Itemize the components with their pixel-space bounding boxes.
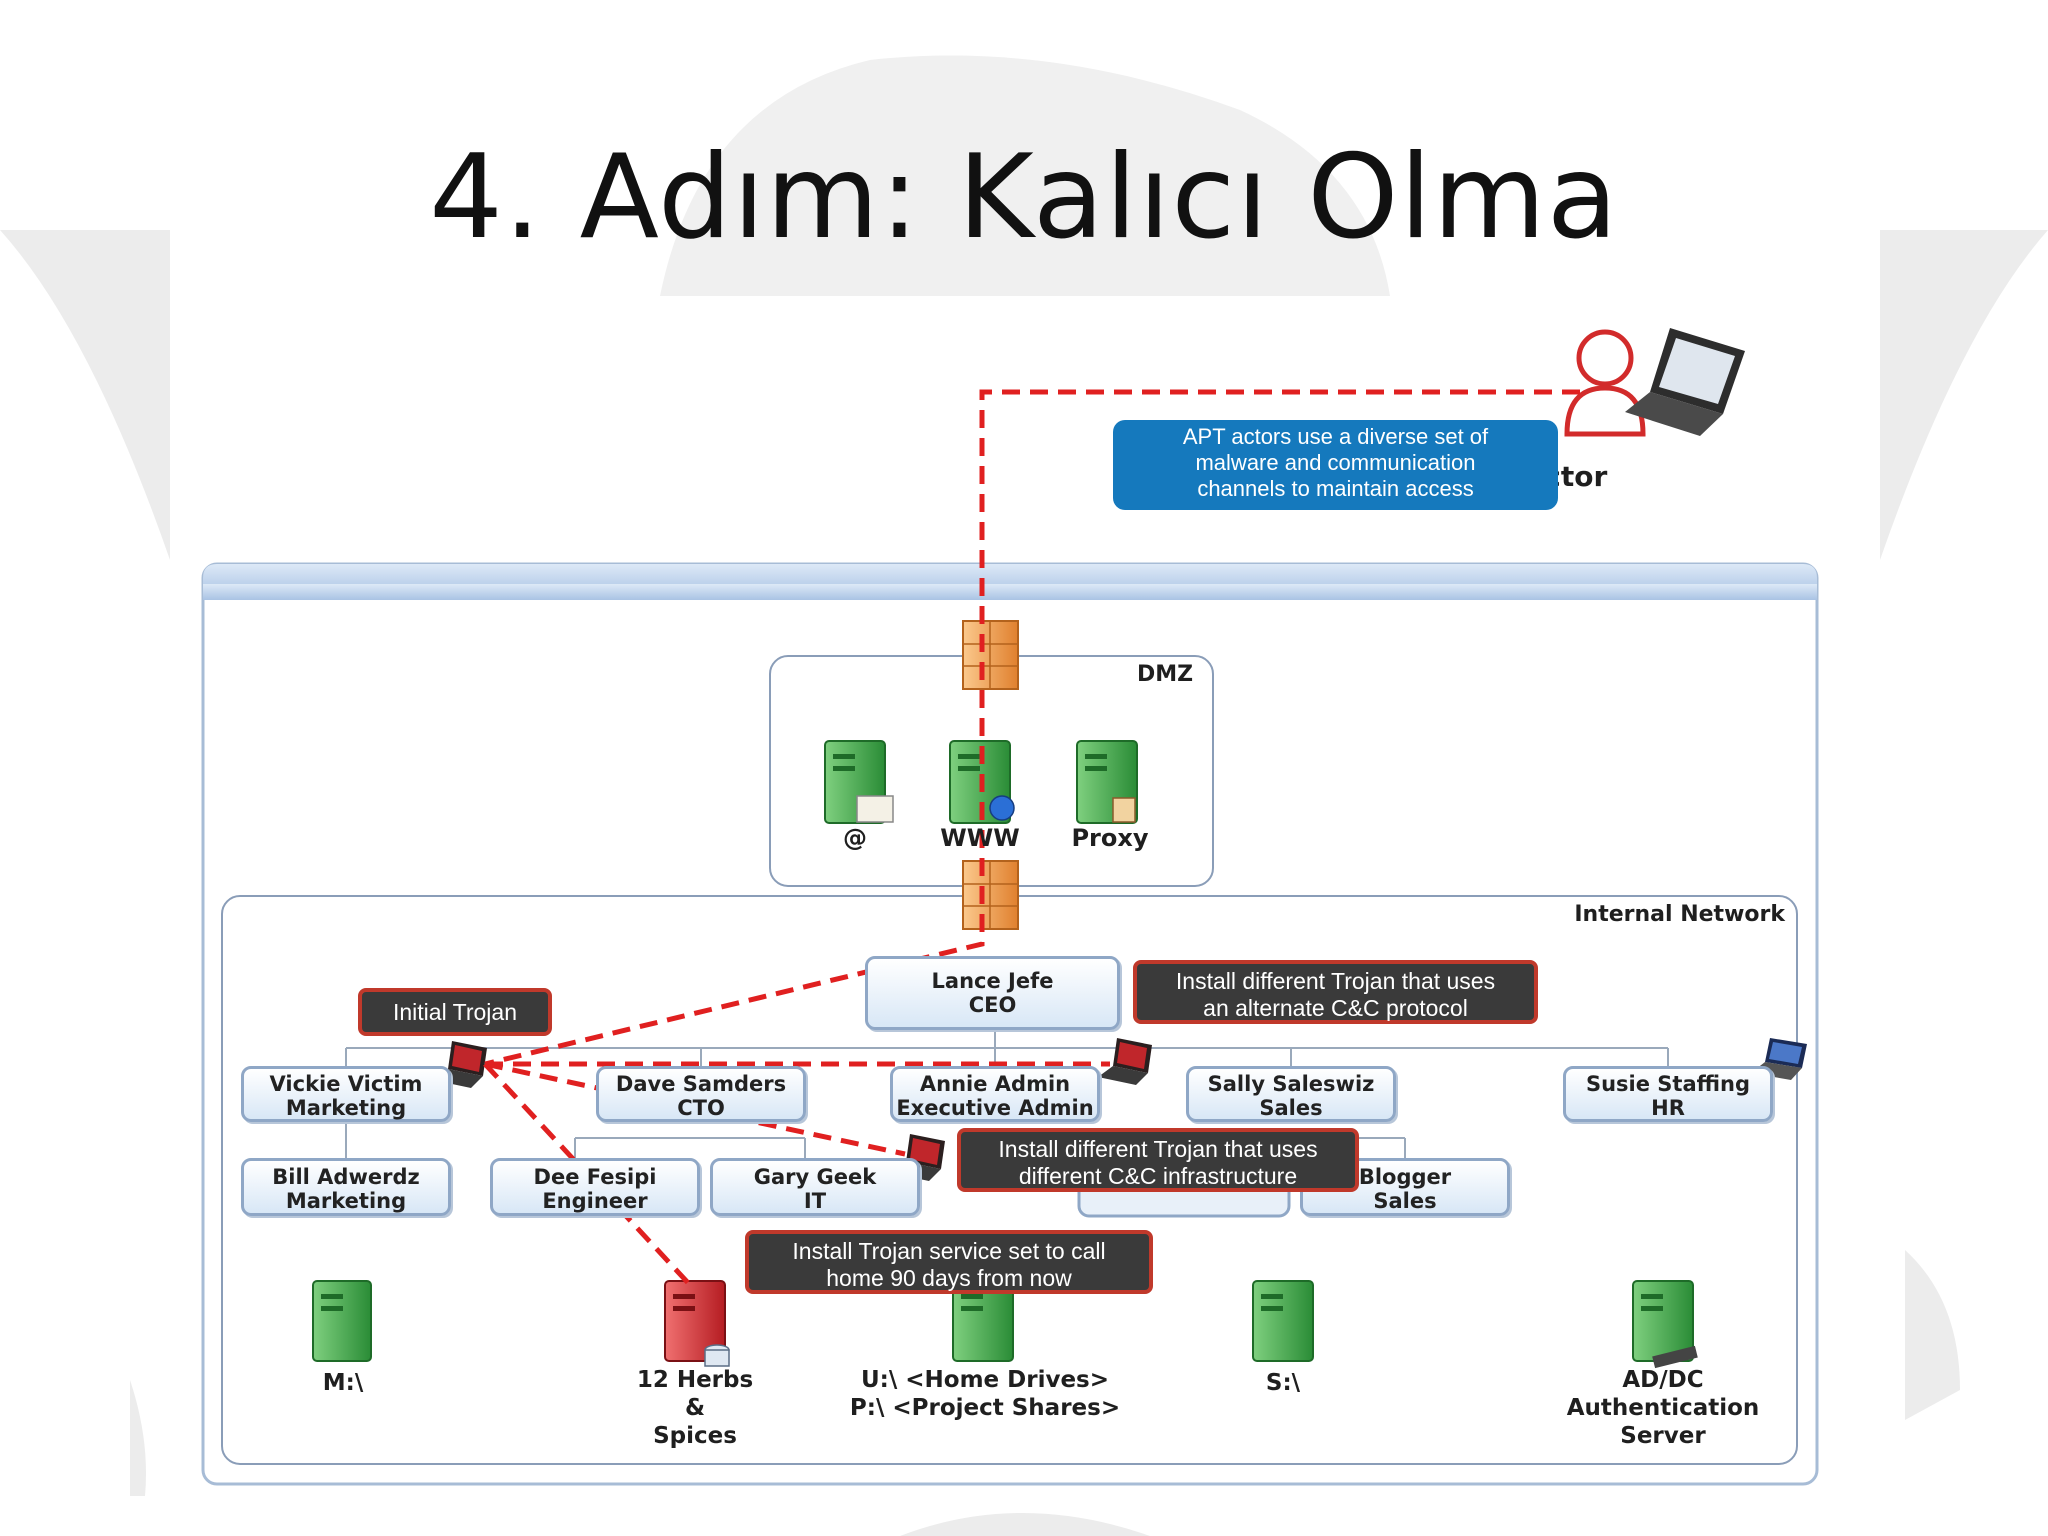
callout-initial-trojan: Initial Trojan xyxy=(358,988,552,1036)
actor-person-icon xyxy=(1564,329,1646,437)
server-herbs-spices xyxy=(664,1280,730,1367)
server-file-shares-label: U:\ <Home Drives>P:\ <Project Shares> xyxy=(849,1367,1121,1421)
firewall-internal xyxy=(962,860,1019,930)
server-ad-dc xyxy=(1632,1280,1698,1369)
server-m-drive xyxy=(312,1280,372,1362)
server-m-drive-label: M:\ xyxy=(322,1370,364,1396)
dmz-server-mail-label: @ xyxy=(843,824,867,852)
dmz-server-proxy xyxy=(1076,740,1138,824)
laptop-annie-admin-icon xyxy=(1098,1038,1152,1085)
server-s-drive xyxy=(1252,1280,1314,1362)
internal-network-label: Internal Network xyxy=(1574,902,1785,927)
dmz-server-web-label: WWW xyxy=(940,824,1020,852)
dmz-server-mail xyxy=(824,740,894,824)
dmz-server-proxy-label: Proxy xyxy=(1071,824,1149,852)
slide-title: 4. Adım: Kalıcı Olma xyxy=(429,130,1619,265)
server-herbs-spices-label: 12 Herbs&Spices xyxy=(636,1367,754,1449)
actor-laptop-icon xyxy=(1625,328,1745,436)
firewall-top xyxy=(962,620,1019,690)
server-s-drive-label: S:\ xyxy=(1265,1370,1301,1396)
dmz-label: DMZ xyxy=(1136,662,1194,687)
